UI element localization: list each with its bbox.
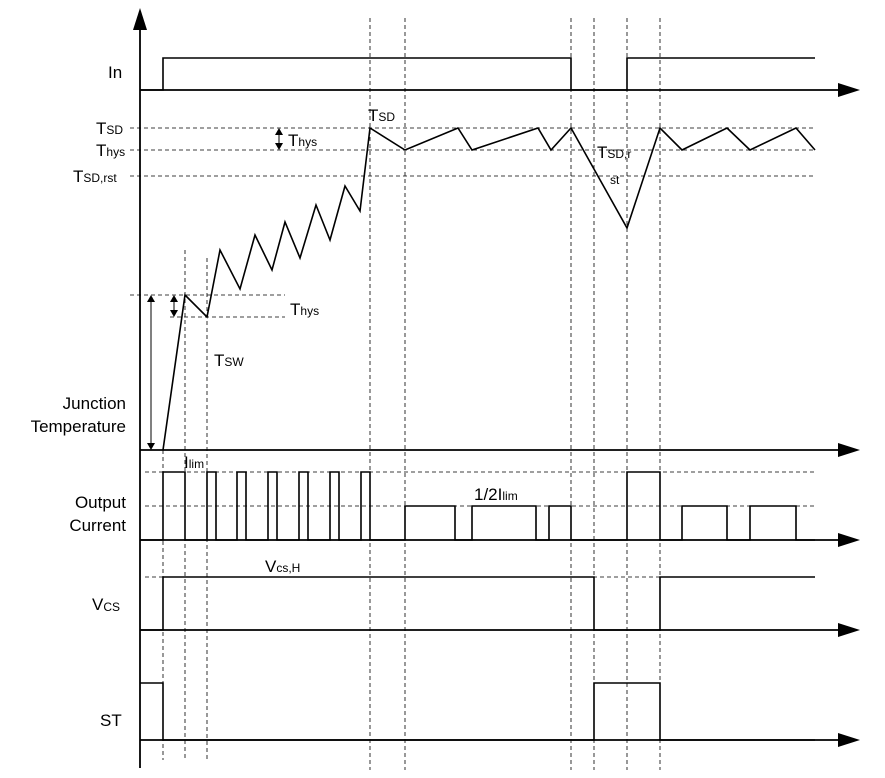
label-output-line2: Current: [69, 516, 126, 535]
level-tsd: TSD: [96, 119, 123, 138]
label-junction-line2: Temperature: [31, 417, 126, 436]
horizontal-axes: [140, 83, 860, 747]
arrow-down-icon: [275, 143, 283, 150]
reference-lines: [130, 127, 815, 578]
annotation-half-ilim: 1/2Ilim: [474, 485, 518, 504]
annotation-tsdrst-wrap: st: [610, 173, 620, 187]
junction-temperature-waveform: [162, 126, 816, 451]
time-markers: [162, 18, 661, 770]
annotation-vcsh: Vcs,H: [265, 557, 300, 576]
tsw-dimension: [147, 295, 155, 450]
axis-arrow-right-icon: [838, 733, 860, 747]
axis-arrow-right-icon: [838, 533, 860, 547]
annotation-tsdrst: TSD,r: [597, 143, 631, 162]
axis-arrow-right-icon: [838, 623, 860, 637]
arrow-up-icon: [275, 128, 283, 135]
thys-lower-dimension: [170, 295, 178, 317]
label-st: ST: [100, 711, 122, 730]
label-junction-line1: Junction: [63, 394, 126, 413]
in-waveform: [140, 57, 815, 91]
annotation-tsw: TSW: [214, 351, 244, 370]
arrow-up-icon: [147, 295, 155, 302]
label-output-line1: Output: [75, 493, 126, 512]
level-tsdrst: TSD,rst: [73, 167, 117, 186]
st-waveform: [140, 682, 815, 741]
annotation-ilim: Ilim: [184, 453, 204, 472]
arrow-down-icon: [170, 310, 178, 317]
axis-arrow-up-icon: [133, 8, 147, 30]
level-thys: Thys: [96, 141, 125, 160]
axis-arrow-right-icon: [838, 443, 860, 457]
label-vcs: VCS: [92, 595, 120, 614]
annotation-tsd-peak: TSD: [368, 106, 395, 125]
label-in: In: [108, 63, 122, 82]
arrow-up-icon: [170, 295, 178, 302]
output-current-waveform: [140, 471, 815, 541]
annotation-thys-upper: Thys: [288, 131, 317, 150]
axis-arrow-right-icon: [838, 83, 860, 97]
arrow-down-icon: [147, 443, 155, 450]
vcs-waveform: [140, 576, 815, 631]
annotation-thys-lower: Thys: [290, 300, 319, 319]
thys-upper-dimension: [275, 128, 283, 150]
vertical-axis: [133, 8, 147, 768]
